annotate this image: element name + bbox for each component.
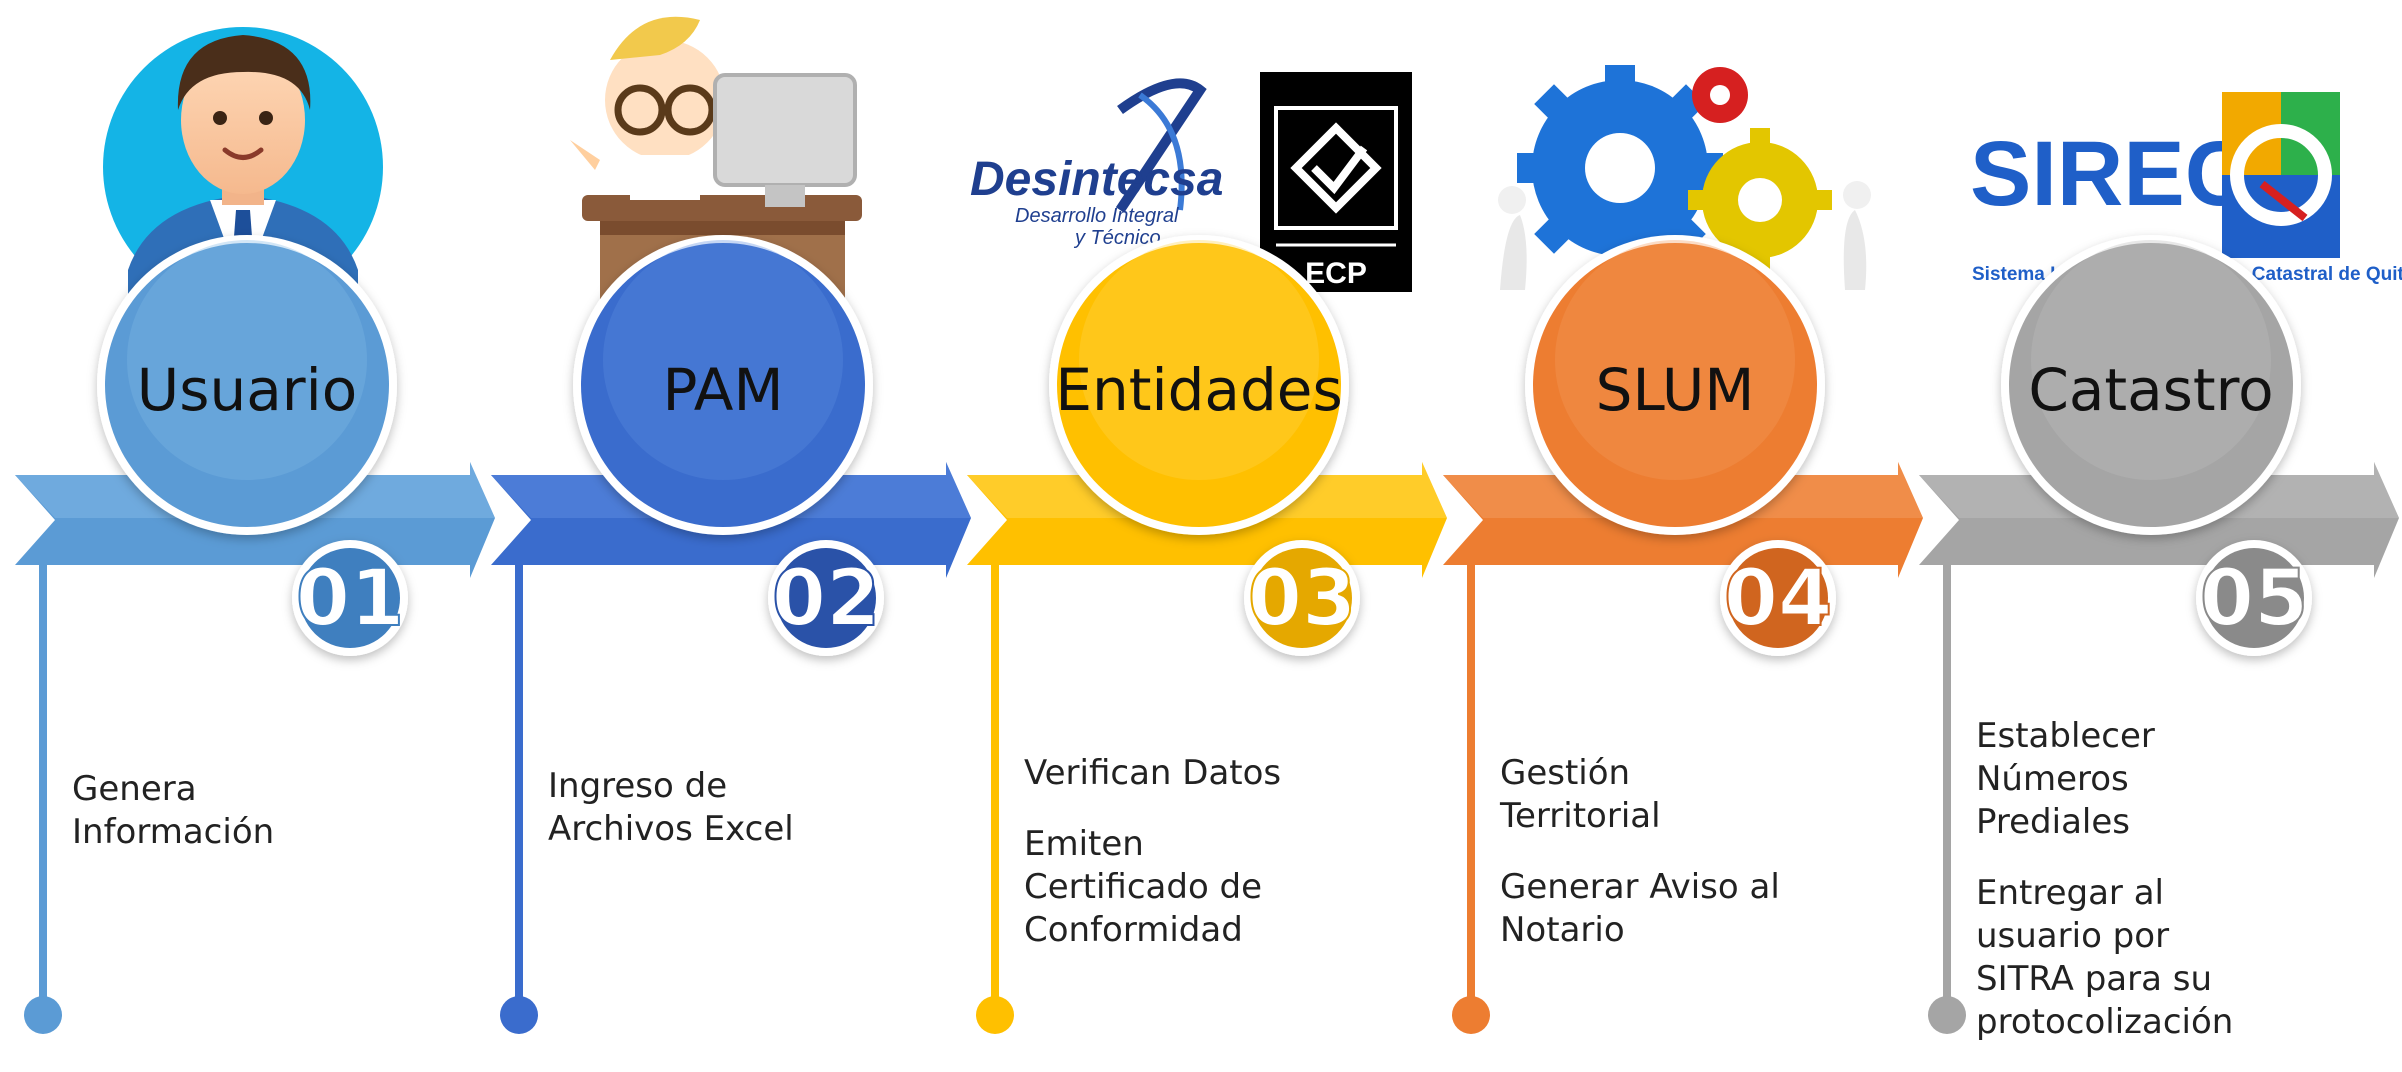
step-4: SLUM 04 bbox=[1443, 235, 1923, 1034]
description-line: Emiten Certificado de Conformidad bbox=[1024, 824, 1263, 950]
title-circle bbox=[1057, 243, 1341, 527]
desintecsa-logo: Desintecsa Desarrollo Integral y Técnico bbox=[970, 78, 1223, 249]
step-title: PAM bbox=[663, 356, 784, 424]
title-circle-gloss bbox=[2031, 240, 2271, 480]
step-number: 05 bbox=[2200, 554, 2309, 644]
step-description: Ingreso de Archivos Excel bbox=[548, 765, 808, 879]
ecp-logo: ECP bbox=[1260, 72, 1412, 292]
step-title: Entidades bbox=[1055, 356, 1342, 424]
description-line: Genera Información bbox=[72, 769, 275, 852]
title-circle-gloss bbox=[1079, 240, 1319, 480]
title-circle bbox=[105, 243, 389, 527]
step-2: PAM 02 bbox=[491, 235, 971, 1034]
description-line: Verifican Datos bbox=[1024, 753, 1282, 793]
step-number: 02 bbox=[772, 554, 881, 644]
desintecsa-name: Desintecsa bbox=[970, 153, 1223, 206]
step-1: Usuario 01 bbox=[15, 235, 495, 1034]
description-line: Gestión Territorial bbox=[1500, 753, 1661, 836]
title-circle bbox=[581, 243, 865, 527]
timeline-dot bbox=[500, 996, 538, 1034]
description-line: Ingreso de Archivos Excel bbox=[548, 766, 794, 849]
title-circle bbox=[1533, 243, 1817, 527]
description-line: Establecer Números Prediales bbox=[1976, 716, 2155, 842]
desintecsa-subtitle-1: Desarrollo Integral bbox=[1015, 205, 1179, 227]
step-title: SLUM bbox=[1596, 356, 1755, 424]
timeline-dot bbox=[1928, 996, 1966, 1034]
step-title: Catastro bbox=[2028, 356, 2273, 424]
title-circle bbox=[2009, 243, 2293, 527]
desintecsa-subtitle-2: y Técnico bbox=[1073, 227, 1161, 249]
number-badge bbox=[2204, 548, 2304, 648]
step-number: 03 bbox=[1248, 554, 1357, 644]
user-avatar-icon bbox=[103, 27, 383, 307]
step-description: Genera Información bbox=[72, 768, 332, 882]
step-3: Entidades 03 bbox=[967, 235, 1447, 1034]
timeline-dot bbox=[24, 996, 62, 1034]
process-diagram: Desintecsa Desarrollo Integral y Técnico… bbox=[15, 16, 2402, 1034]
step-5: Catastro 05 bbox=[1919, 235, 2399, 1034]
number-badge bbox=[1252, 548, 1352, 648]
ecp-label: ECP bbox=[1305, 257, 1367, 290]
step-number: 01 bbox=[296, 554, 405, 644]
title-circle-gloss bbox=[127, 240, 367, 480]
timeline-dot bbox=[1452, 996, 1490, 1034]
step-title: Usuario bbox=[137, 356, 357, 424]
title-circle-gloss bbox=[1555, 240, 1795, 480]
description-line: Entregar al usuario por SITRA para su pr… bbox=[1976, 873, 2234, 1042]
title-circle-gloss bbox=[603, 240, 843, 480]
number-badge bbox=[1728, 548, 1828, 648]
number-badge bbox=[776, 548, 876, 648]
description-line: Generar Aviso al Notario bbox=[1500, 867, 1780, 950]
number-badge bbox=[300, 548, 400, 648]
timeline-dot bbox=[976, 996, 1014, 1034]
step-number: 04 bbox=[1724, 554, 1833, 644]
